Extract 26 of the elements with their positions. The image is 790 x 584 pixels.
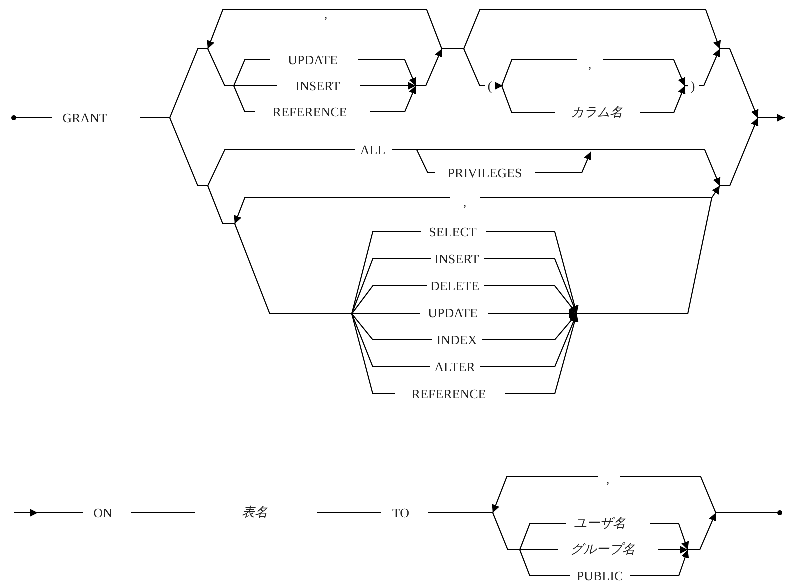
syntax-symbol: ,	[463, 196, 467, 208]
syntax-symbol: ,	[588, 58, 592, 70]
keyword: INDEX	[436, 334, 478, 346]
keyword: TO	[392, 506, 410, 520]
keyword: UPDATE	[428, 306, 478, 320]
syntax-symbol: )	[690, 80, 696, 92]
keyword: INSERT	[296, 80, 340, 92]
keyword: ALTER	[434, 360, 476, 374]
placeholder-term: ユーザ名	[574, 518, 626, 530]
syntax-symbol: ,	[606, 472, 610, 486]
syntax-symbol: (	[488, 80, 492, 92]
keyword: PUBLIC	[576, 570, 624, 582]
keyword: ALL	[360, 144, 386, 156]
syntax-symbol: ,	[324, 8, 328, 20]
keyword: PRIVILEGES	[448, 166, 522, 180]
keyword: GRANT	[62, 112, 108, 124]
keyword: REFERENCE	[272, 106, 348, 118]
placeholder-term: 表名	[242, 506, 268, 520]
keyword: ON	[94, 506, 112, 520]
placeholder-term: グループ名	[570, 544, 636, 556]
keyword: UPDATE	[288, 54, 338, 66]
keyword: SELECT	[429, 226, 477, 238]
placeholder-term: カラム名	[571, 106, 623, 120]
keyword: INSERT	[434, 252, 480, 266]
keyword: DELETE	[430, 280, 480, 292]
keyword: REFERENCE	[412, 388, 486, 400]
